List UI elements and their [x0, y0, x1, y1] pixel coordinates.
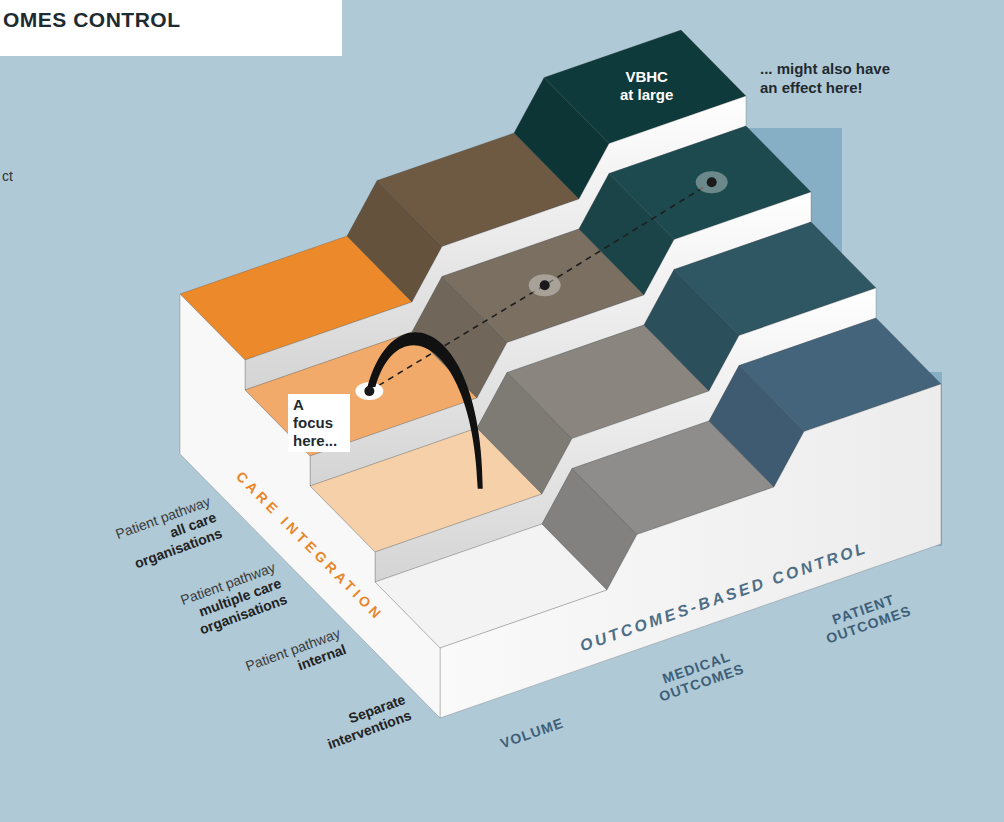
focus-dot [364, 386, 374, 396]
focus-dot [540, 280, 550, 290]
front-face [440, 384, 941, 718]
label-group: ct [2, 168, 13, 184]
left-face [180, 294, 440, 718]
callout-note: ... might also have an effect here! [760, 60, 910, 98]
dot-halo [696, 171, 728, 193]
focus-dot [707, 177, 717, 187]
tile-node: VBHC at large [618, 68, 676, 104]
cut-text: ct [2, 168, 13, 184]
staircase [180, 30, 941, 718]
callout-note: A focus here... [288, 394, 350, 452]
label-group: VOLUME [482, 709, 582, 757]
label-group: Separate interventions [293, 691, 413, 762]
label-group: Patient pathwayall care organisations [98, 493, 223, 580]
row-label: Separate interventions [293, 691, 413, 762]
dashed-path [369, 182, 711, 391]
label-group: PATIENT OUTCOMES [813, 585, 918, 648]
label-group: Patient pathwayinternal [228, 625, 348, 696]
title: OMES CONTROL [3, 8, 181, 32]
title-box [0, 0, 342, 56]
column-label: VOLUME [482, 709, 582, 757]
title-wrap: OMES CONTROL [3, 8, 181, 32]
label-group: A focus here... [288, 394, 350, 452]
label-group: MEDICAL OUTCOMES [646, 643, 751, 706]
label-group: ... might also have an effect here! [760, 60, 910, 98]
column-label: PATIENT OUTCOMES [813, 585, 918, 648]
tile-label: VBHC at large [618, 68, 676, 104]
label-group: Patient pathwaymultiple care organisatio… [163, 559, 288, 646]
column-label: MEDICAL OUTCOMES [646, 643, 751, 706]
jump-arc [367, 332, 482, 488]
dot-halo [529, 274, 561, 296]
